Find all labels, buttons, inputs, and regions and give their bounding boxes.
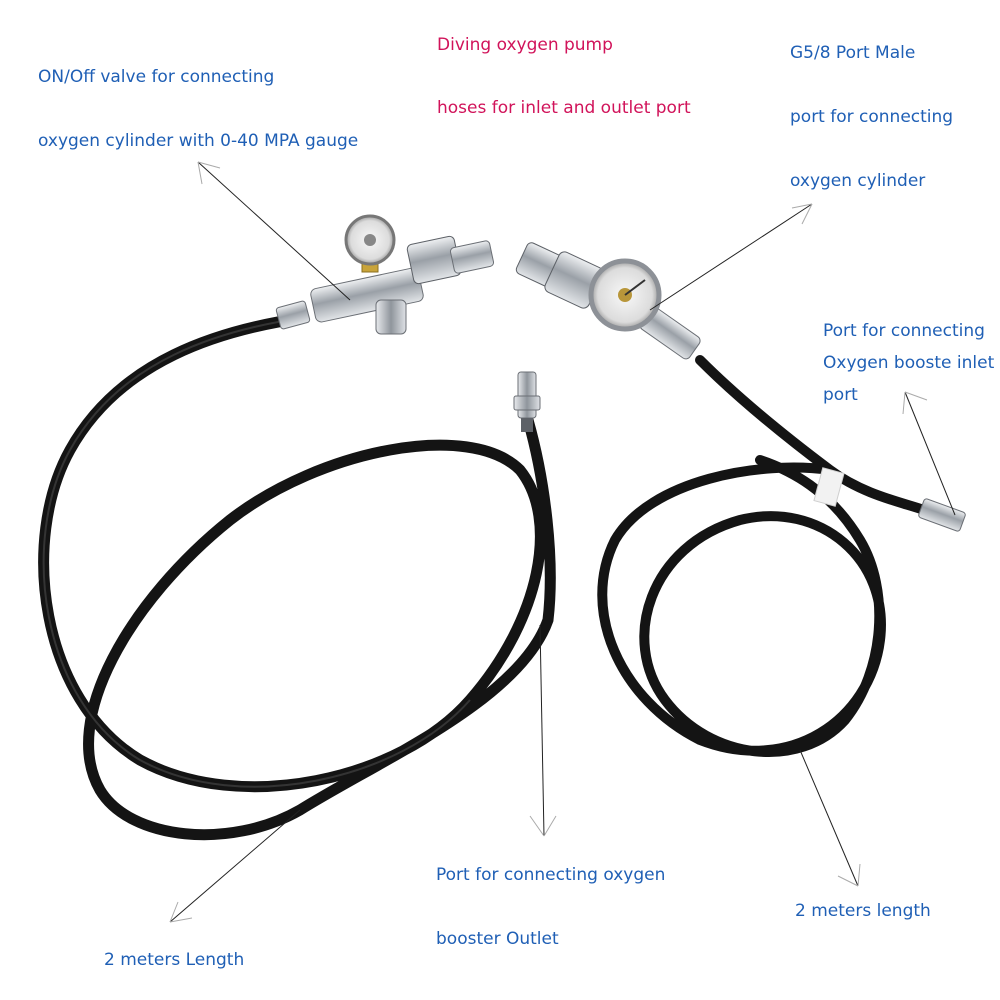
booster-outlet-line-2: booster Outlet: [436, 929, 559, 949]
right-hose: [597, 355, 940, 758]
arrow-booster-inlet: [904, 391, 956, 516]
on-off-valve: [275, 235, 495, 335]
g5-8-port-line-1: G5/8 Port Male: [790, 43, 916, 63]
title-line-1: Diving oxygen pump: [437, 35, 613, 55]
right-length-label: 2 meters length: [795, 901, 931, 921]
booster-inlet-line-2: Oxygen booste inlet: [823, 353, 995, 373]
arrow-left-valve: [197, 161, 351, 301]
booster-inlet-line-3: port: [823, 385, 858, 405]
booster-inlet-line-1: Port for connecting: [823, 321, 985, 341]
left-hose-assembly: [38, 214, 556, 841]
left-pressure-gauge: [344, 214, 396, 266]
arrow-booster-outlet: [539, 624, 545, 837]
booster-outlet-line-1: Port for connecting oxygen: [436, 865, 666, 885]
left-valve-line-1: ON/Off valve for connecting: [38, 67, 275, 87]
arrow-g5-8: [649, 203, 813, 311]
outlet-fitting: [513, 371, 541, 432]
arrow-right-length: [799, 749, 859, 887]
title-line-2: hoses for inlet and outlet port: [437, 98, 691, 118]
g5-8-connector: [515, 242, 701, 360]
hose-tag: [813, 467, 845, 507]
left-valve-line-2: oxygen cylinder with 0-40 MPA gauge: [38, 131, 359, 151]
g5-8-port-line-2: port for connecting: [790, 107, 954, 127]
callout-arrows: [169, 161, 956, 923]
g5-8-port-line-3: oxygen cylinder: [790, 171, 926, 191]
arrow-left-length: [169, 809, 301, 923]
right-hose-assembly: [515, 242, 966, 758]
left-hose: [38, 312, 556, 841]
right-pressure-gauge: [588, 258, 662, 332]
left-hose-highlight: [42, 317, 471, 788]
left-length-label: 2 meters Length: [104, 950, 245, 970]
inlet-fitting: [918, 498, 966, 532]
